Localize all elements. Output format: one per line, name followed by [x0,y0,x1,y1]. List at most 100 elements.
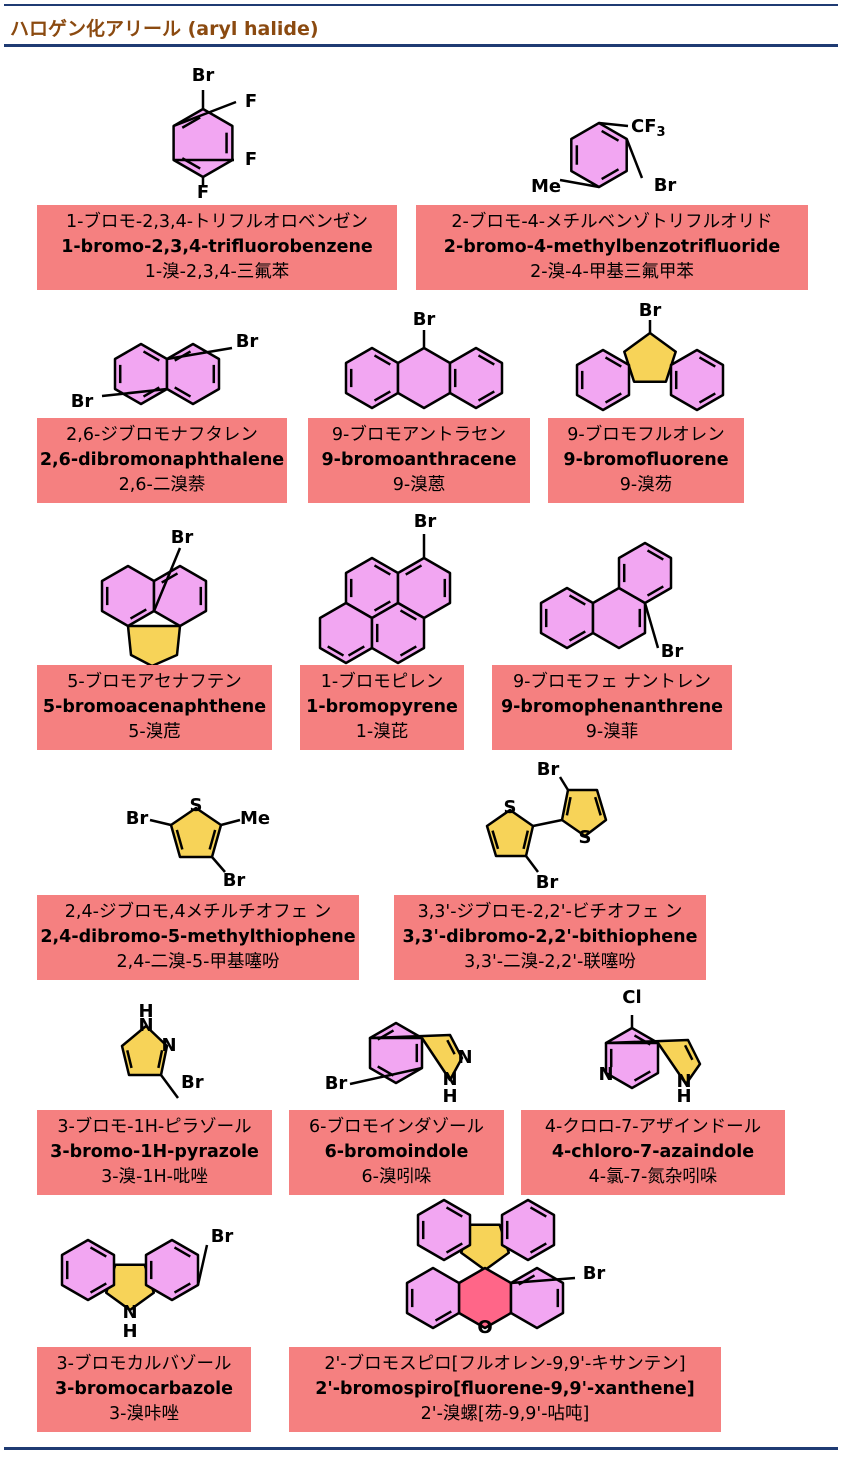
name-en: 3-bromocarbazole [54,1379,234,1399]
n-atom-label: N [457,1047,472,1068]
br-atom-label: Br [537,759,560,780]
me-group-label: Me [531,176,561,197]
double-bond [601,129,620,142]
double-bond [633,1070,651,1082]
double-bond [434,1310,452,1322]
name-zh: 9-溴蒽 [392,475,446,495]
benzene-ring [575,348,631,412]
name-zh: 2,6-二溴萘 [118,475,206,495]
name-ja: 9-ブロモアントラセン [331,425,507,445]
br-atom-label: Br [71,391,94,412]
benzene-ring [570,121,628,189]
double-bond [477,390,495,402]
pyrazole-ring [368,1033,464,1082]
name-ja: 1-ブロモ-2,3,4-トリフルオロベンゼン [65,212,369,232]
double-bond [529,1242,547,1254]
c-br-bond [196,1244,209,1286]
double-bond [373,564,391,576]
name-en: 9-bromophenanthrene [500,697,724,717]
name-ja: 9-ブロモフルオレン [567,425,725,445]
name-en: 6-bromoindole [324,1142,469,1162]
br-atom-label: Br [211,1226,234,1247]
h-atom-label: H [442,1086,457,1107]
name-zh: 3,3'-二溴-2,2'-联噻吩 [464,952,636,972]
c-br-bond [643,602,660,649]
double-bond [161,572,179,584]
s-atom-label: S [579,827,592,848]
br-atom-label: Br [661,641,684,662]
double-bond [157,1050,164,1069]
name-ja: 3-ブロモ-1H-ピラゾール [57,1117,252,1137]
double-bond [568,630,586,642]
br-atom-label: Br [536,872,559,893]
double-bond [601,168,620,181]
double-bond [646,585,664,597]
structure-c15: O Br [405,1198,606,1338]
naphthalene-ring [152,564,208,628]
name-zh: 6-溴吲哚 [361,1167,432,1187]
name-en: 2-bromo-4-methylbenzotrifluoride [443,237,781,257]
double-bond [181,116,201,129]
name-zh: 1-溴-2,3,4-三氟苯 [144,262,290,282]
five-membered-ring [623,331,677,384]
double-bond [89,1282,107,1294]
double-bond [208,829,217,850]
double-bond [174,386,192,398]
name-zh: 3-溴咔唑 [109,1404,179,1424]
br-atom-label: Br [181,1072,204,1093]
thiophene-ring [485,808,535,858]
c-f-bond [173,100,237,128]
br-atom-label: Br [192,65,215,86]
name-ja: 4-クロロ-7-アザインドール [544,1117,762,1137]
name-zh: 9-溴芴 [619,475,673,495]
s-atom-label: S [190,795,203,816]
br-atom-label: Br [583,1263,606,1284]
double-bond [373,600,391,612]
structure-c4: Br [344,309,504,410]
name-ja: 6-ブロモインダゾール [309,1117,484,1137]
name-en: 2'-bromospiro[fluorene-9,9'-xanthene] [315,1379,695,1399]
double-bond [522,830,530,850]
name-en: 2,6-dibromonaphthalene [39,450,285,470]
br-atom-label: Br [236,331,259,352]
pyrene-ring [370,601,426,665]
pyrazole-ring [120,1024,169,1077]
subscript-3: 3 [657,125,666,140]
pyridine-ring [604,1026,660,1090]
double-bond [373,390,391,402]
double-bond [698,392,716,404]
c-br-bond [152,547,182,612]
double-bond [529,1206,547,1218]
double-bond [399,609,417,621]
n-atom-label: N [161,1035,176,1056]
top-rule [4,4,838,6]
double-bond [173,1246,191,1258]
double-bond [604,392,622,404]
thiophene-ring [169,806,223,859]
double-bond [327,645,345,657]
anthracene-ring [344,346,400,410]
h-atom-label: H [122,1321,137,1342]
benzene-ring [172,107,234,179]
biaryl-bond [532,818,563,828]
thiophene-ring [560,788,608,838]
double-bond [405,564,423,576]
br-atom-label: Br [654,175,677,196]
n-atom-label: N [122,1302,137,1323]
o-atom-label: O [477,1317,492,1338]
five-membered-ring [126,624,182,668]
h-atom-label: H [138,1001,153,1022]
c-br-bond [159,1074,180,1099]
double-bond [568,594,586,606]
